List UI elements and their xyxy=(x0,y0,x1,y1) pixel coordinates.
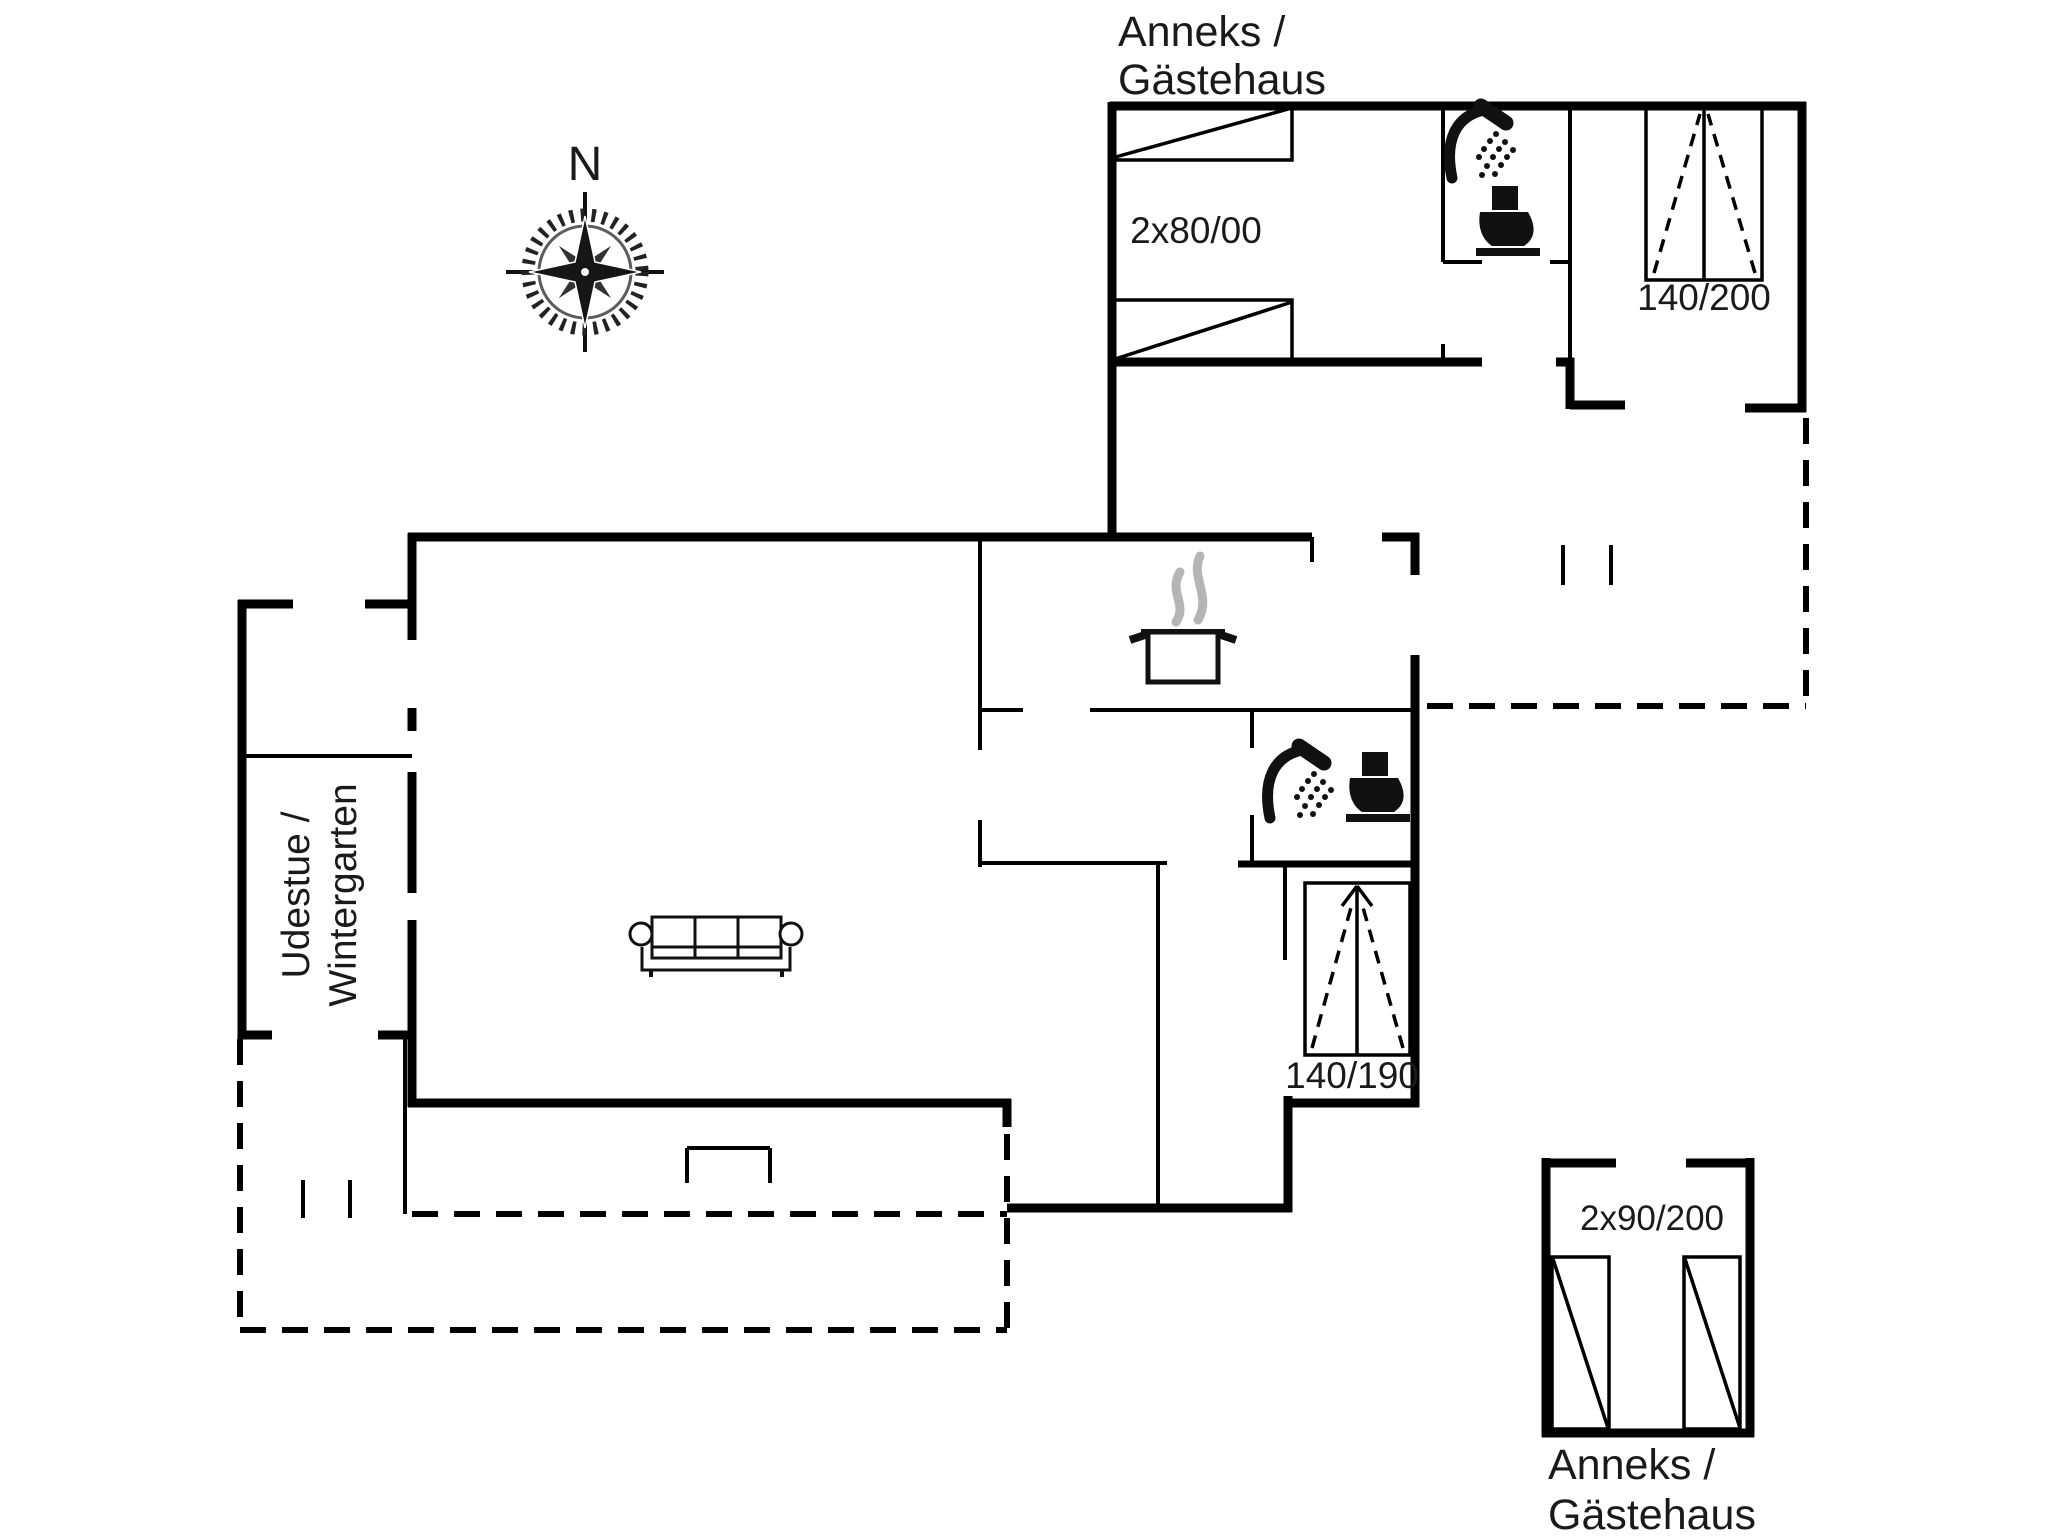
bed-outline xyxy=(1550,1255,1611,1431)
annex-top-label-2: Gästehaus xyxy=(1118,56,1326,104)
sunroom-label-1: Udestue / xyxy=(275,811,318,978)
walls-layer xyxy=(237,101,1809,1438)
bed-size-2x90-200: 2x90/200 xyxy=(1580,1199,1724,1238)
annex-bottom-label-1: Anneks / xyxy=(1548,1441,1715,1489)
bed-detail-line xyxy=(1551,1258,1610,1429)
bed-detail-line xyxy=(1111,300,1293,362)
annex-bottom-label-2: Gästehaus xyxy=(1548,1491,1756,1536)
beds-layer xyxy=(1110,104,1764,1431)
bed-detail-dashed xyxy=(1360,903,1405,1049)
toilet-icon-main-bath xyxy=(1346,752,1410,822)
compass-n-label: N xyxy=(568,138,603,191)
annex-top-label-1: Anneks / xyxy=(1118,8,1285,56)
sunroom-label-2: Wintergarten xyxy=(322,783,365,1006)
bed-outline xyxy=(1110,104,1294,162)
toilet-icon-annex-bath xyxy=(1476,186,1540,256)
bed-outline xyxy=(1110,298,1294,364)
shower-icon-main-bath xyxy=(1262,738,1334,824)
bed-detail-line xyxy=(1111,106,1293,160)
labels-layer: Anneks /Gästehaus2x80/00140/200140/1902x… xyxy=(275,8,1771,1536)
bed-size-140-200: 140/200 xyxy=(1637,277,1771,318)
bed-detail-dashed xyxy=(1706,113,1757,274)
bed-detail-line xyxy=(1355,884,1374,908)
bed-size-140-190: 140/190 xyxy=(1285,1055,1419,1096)
bed-outline xyxy=(1682,1255,1742,1431)
compass-rose-icon xyxy=(506,192,664,352)
bed-detail-dashed xyxy=(1310,903,1354,1049)
shower-icon-annex-bath xyxy=(1444,98,1516,184)
bed-detail-dashed xyxy=(1652,113,1702,274)
cooking-pot-icon xyxy=(1128,551,1238,685)
bed-size-2x80: 2x80/00 xyxy=(1130,210,1262,251)
bed-detail-line xyxy=(1340,884,1359,908)
bed-detail-line xyxy=(1683,1258,1742,1429)
sofa-icon xyxy=(628,915,804,977)
